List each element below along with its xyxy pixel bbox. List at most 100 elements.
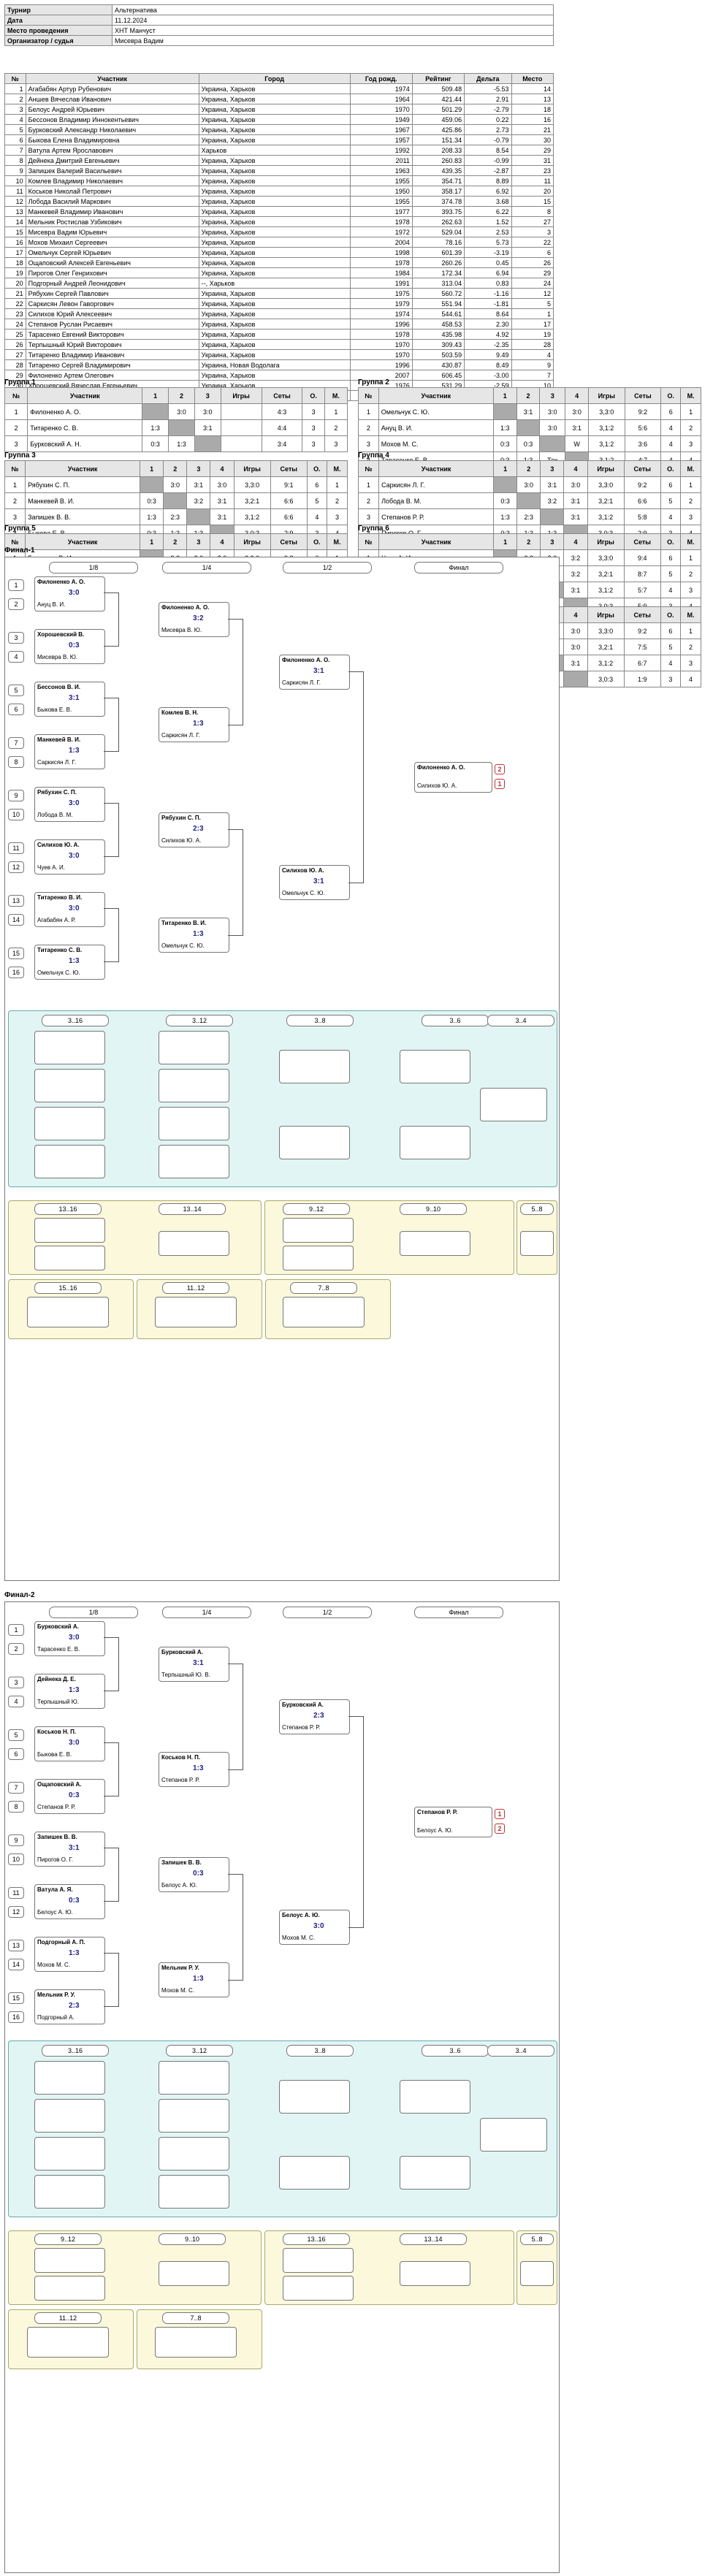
player-cell: 1977 — [349, 206, 413, 217]
group-cell — [140, 476, 164, 493]
places-match-box — [34, 2061, 105, 2095]
places-round-header: 13..14 — [400, 2233, 467, 2245]
group-cell: 2 — [357, 492, 380, 509]
group-cell: 4:4 — [261, 419, 303, 436]
player-cell: 5 — [4, 124, 26, 135]
player-cell: 1950 — [349, 186, 413, 197]
match-box: Мельник Р. У.Подгорный А.2:3 — [34, 1989, 105, 2024]
places-match-box — [34, 2099, 105, 2133]
player-cell: Украина, Харьков — [198, 298, 351, 309]
match-player-b: Саркисян Л. Г. — [161, 732, 200, 739]
bracket-connector — [104, 1637, 119, 1691]
group-cell: 1 — [358, 403, 379, 420]
group-header-cell: М. — [680, 387, 701, 404]
places-round-header: 7..8 — [162, 2312, 229, 2324]
group-header-cell: 1 — [140, 533, 164, 550]
places-match-box — [34, 1218, 105, 1243]
player-cell: 3.68 — [464, 196, 512, 207]
player-cell: 2.73 — [464, 124, 512, 135]
match-box: Филоненко А. О.Мисевра В. Ю.3:2 — [159, 602, 229, 637]
match-player-a: Коськов Н. П. — [37, 1729, 77, 1735]
seed-number: 16 — [8, 2011, 24, 2023]
group-cell: 3,1:2 — [233, 508, 271, 525]
group-header-cell: 4 — [563, 460, 588, 477]
match-player-b: Мохов М. С. — [161, 1987, 195, 1994]
seed-number: 11 — [8, 842, 24, 854]
match-player-b: Степанов Р. Р. — [37, 1804, 76, 1810]
group-cell — [168, 419, 195, 436]
match-player-b: Пирогов О. Г. — [37, 1856, 74, 1863]
bracket-connector — [348, 671, 364, 883]
player-cell: Украина, Харьков — [198, 237, 351, 248]
group-header-cell: 4 — [210, 533, 235, 550]
player-cell: Омельчук Сергей Юрьевич — [25, 247, 199, 258]
round-header: Финал — [414, 562, 503, 573]
player-cell: Титаренко Сергей Владимирович — [25, 359, 199, 370]
places-round-header: 3..12 — [166, 2045, 233, 2057]
group-cell: Титаренко С. В. — [27, 419, 143, 436]
player-cell: 19 — [511, 329, 554, 340]
bracket-connector — [228, 1664, 243, 1770]
group-cell: 3:4 — [261, 435, 303, 452]
bracket-connector — [228, 619, 243, 725]
player-cell: 4.92 — [464, 329, 512, 340]
group-header-cell: 1 — [492, 387, 517, 404]
places-match-box — [159, 1069, 229, 1102]
match-player-a: Белоус А. Ю. — [282, 1912, 320, 1918]
group-cell — [516, 492, 541, 509]
places-round-header: 13..16 — [34, 1203, 102, 1215]
player-cell: 1974 — [349, 308, 413, 319]
player-cell: 1 — [511, 308, 554, 319]
group-cell — [493, 476, 518, 493]
group-header-cell: № — [357, 460, 380, 477]
match-score: 3:0 — [69, 799, 80, 807]
match-player-a: Коськов Н. П. — [161, 1754, 201, 1761]
player-cell: Пирогов Олег Генрихович — [25, 267, 199, 278]
group-header-cell: 3 — [539, 387, 566, 404]
info-value: ХНТ Манчуст — [112, 25, 554, 36]
seed-number: 8 — [8, 756, 24, 768]
group-cell: 1 — [4, 476, 26, 493]
places-round-header: 9..12 — [283, 1203, 350, 1215]
places-match-box — [279, 1050, 350, 1083]
group-cell: 1:3 — [168, 435, 195, 452]
player-cell: 262.63 — [411, 216, 465, 227]
seed-number: 7 — [8, 737, 24, 749]
group-cell — [186, 508, 211, 525]
group-cell: 3,3:0 — [587, 403, 625, 420]
match-player-a: Бессонов В. И. — [37, 684, 80, 690]
group-cell: 3,2:1 — [587, 639, 625, 655]
player-cell: 2.30 — [464, 319, 512, 329]
group-cell: 2 — [324, 419, 348, 436]
group-header-cell: М. — [326, 460, 348, 477]
group-header-cell: О. — [302, 387, 325, 404]
group-header-cell: Игры — [587, 460, 625, 477]
player-cell: -5.53 — [464, 83, 512, 94]
player-cell: Титаренко Владимир Иванович — [25, 349, 199, 360]
group-cell: 6 — [660, 476, 681, 493]
group-header-cell: О. — [660, 387, 682, 404]
places-match-box — [159, 2099, 229, 2133]
players-header-cell: Год рожд. — [349, 73, 413, 84]
group-cell: 3,1:2 — [587, 655, 625, 671]
group-cell: Степанов Р. Р. — [378, 508, 495, 525]
match-score: 3:1 — [69, 694, 80, 702]
match-box: Бурковский А.Тарасенко Е. В.3:0 — [34, 1621, 105, 1656]
places-match-box — [27, 1297, 109, 1327]
player-cell: 14 — [511, 83, 554, 94]
match-player-a: Запишек В. В. — [37, 1834, 77, 1840]
round-header: 1/2 — [283, 562, 372, 573]
match-player-a: Филоненко А. О. — [282, 657, 330, 663]
player-cell: 27 — [511, 216, 554, 227]
group-cell: 3 — [660, 671, 681, 687]
player-cell: Саркисян Левон Гаворгович — [25, 298, 199, 309]
